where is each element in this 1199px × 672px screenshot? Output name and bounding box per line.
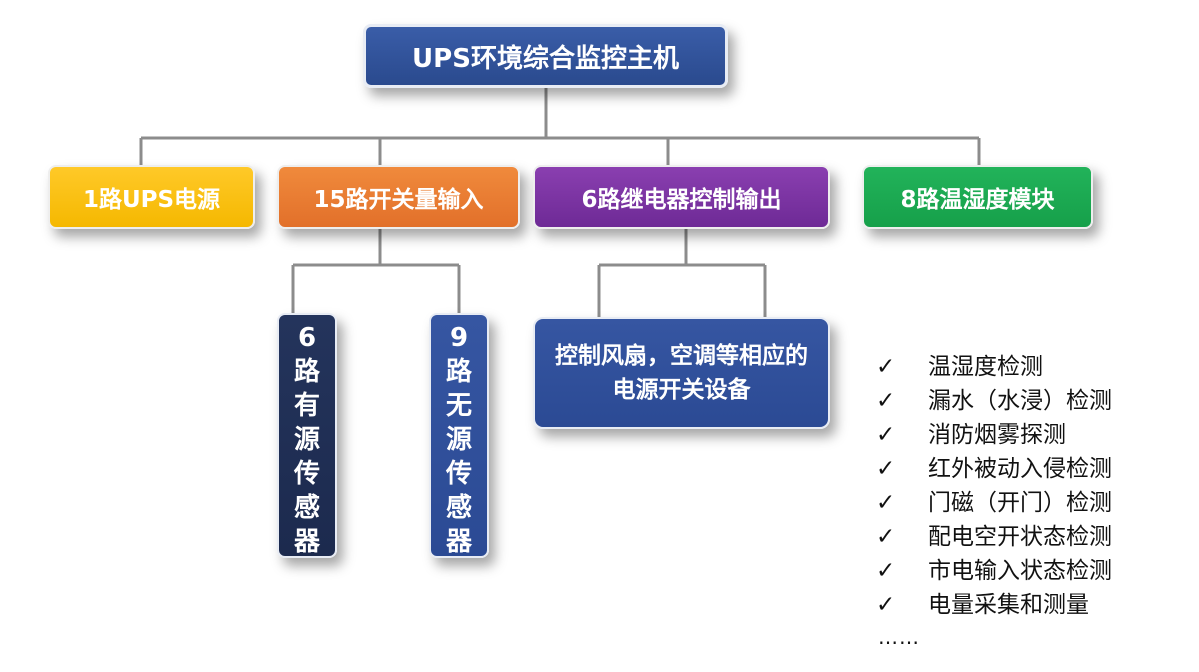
feature-item-label: 门磁（开门）检测 [928,490,1112,516]
feature-list-more: …… [878,625,920,649]
feature-list: ✓ 温湿度检测 ✓ 漏水（水浸）检测 ✓ 消防烟雾探测 ✓ 红外被动入侵检测 ✓ 门磁（开门）检测… [876,350,1112,622]
active-sensor-char: 传 [293,459,320,489]
active-sensor-char: 有 [293,391,320,421]
branch-temp-humidity-label: 8路温湿度模块 [900,187,1055,213]
feature-item-label: 配电空开状态检测 [928,524,1112,550]
checkmark-icon: ✓ [876,592,896,618]
feature-item-label: 红外被动入侵检测 [928,456,1112,482]
root-node: UPS环境综合监控主机 [363,24,728,88]
feature-item: ✓ 消防烟雾探测 [876,418,1112,452]
passive-sensor-node: 9 路无源传感器 [429,313,489,558]
feature-item-label: 漏水（水浸）检测 [928,388,1112,414]
passive-sensor-char: 源 [445,425,472,455]
feature-item: ✓ 电量采集和测量 [876,588,1112,622]
checkmark-icon: ✓ [876,388,896,414]
passive-sensor-char: 器 [445,527,472,557]
branch-switch-input: 15路开关量输入 [277,165,520,229]
branch-relay-output-label: 6路继电器控制输出 [581,187,782,213]
checkmark-icon: ✓ [876,524,896,550]
feature-item: ✓ 红外被动入侵检测 [876,452,1112,486]
checkmark-icon: ✓ [876,490,896,516]
checkmark-icon: ✓ [876,456,896,482]
checkmark-icon: ✓ [876,354,896,380]
branch-ups-power-label: 1路UPS电源 [82,187,221,213]
passive-sensor-char: 9 [449,323,469,353]
passive-sensor-char: 感 [445,493,472,523]
feature-item-label: 电量采集和测量 [928,592,1089,618]
branch-ups-power: 1路UPS电源 [48,165,255,229]
active-sensor-char: 器 [293,527,320,557]
branch-relay-output: 6路继电器控制输出 [533,165,830,229]
branch-temp-humidity: 8路温湿度模块 [862,165,1093,229]
passive-sensor-char: 传 [445,459,472,489]
fan-ac-control-label: 控制风扇，空调等相应的电源开关设备 [555,343,808,403]
feature-item: ✓ 市电输入状态检测 [876,554,1112,588]
active-sensor-char: 6 [297,323,317,353]
root-label: UPS环境综合监控主机 [412,43,679,74]
active-sensor-char: 感 [293,493,320,523]
checkmark-icon: ✓ [876,422,896,448]
passive-sensor-char: 无 [445,391,472,421]
checkmark-icon: ✓ [876,558,896,584]
fan-ac-control-node: 控制风扇，空调等相应的电源开关设备 [533,317,830,429]
branch-switch-input-label: 15路开关量输入 [313,187,484,213]
feature-item: ✓ 门磁（开门）检测 [876,486,1112,520]
feature-item-label: 市电输入状态检测 [928,558,1112,584]
feature-item-label: 消防烟雾探测 [928,422,1066,448]
feature-item: ✓ 温湿度检测 [876,350,1112,384]
feature-item-label: 温湿度检测 [928,354,1043,380]
feature-item: ✓ 漏水（水浸）检测 [876,384,1112,418]
active-sensor-node: 6 路有源传感器 [277,313,337,558]
active-sensor-char: 路 [293,357,320,387]
active-sensor-char: 源 [293,425,320,455]
feature-item: ✓ 配电空开状态检测 [876,520,1112,554]
passive-sensor-char: 路 [445,357,472,387]
